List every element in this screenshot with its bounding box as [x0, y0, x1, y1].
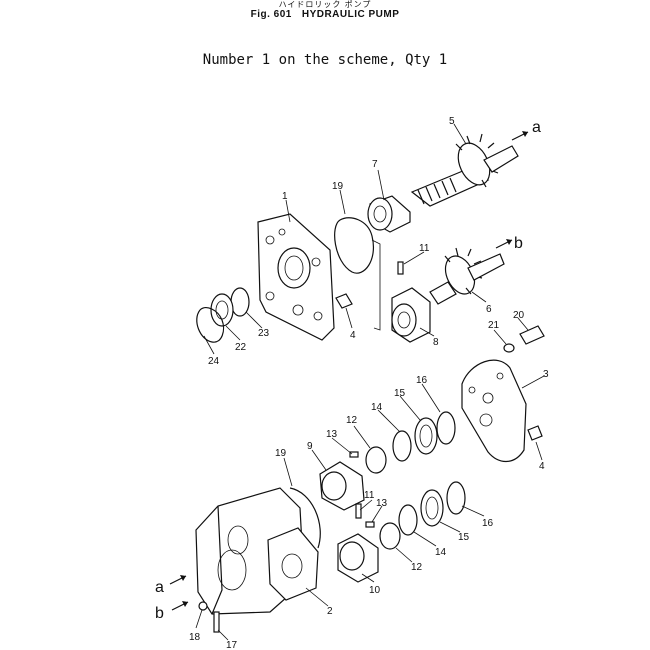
- callout-label: 7: [372, 159, 378, 170]
- bolt-part: [335, 293, 353, 309]
- callout-label: 17: [226, 640, 238, 650]
- ring-part: [379, 522, 401, 550]
- seal-ring-part: [289, 487, 321, 549]
- callout-label: 18: [189, 632, 201, 643]
- bolt-part: [519, 325, 545, 345]
- figure-number: Fig. 601: [250, 9, 292, 20]
- pin-part: [349, 451, 359, 458]
- callout-label: 15: [458, 532, 470, 543]
- drive-shaft-part: [410, 133, 519, 207]
- callout-label: 6: [486, 304, 492, 315]
- figure-title: Fig. 601 HYDRAULIC PUMP: [0, 9, 650, 20]
- direction-label-b: b: [514, 235, 523, 252]
- callout-label: 14: [371, 402, 383, 413]
- driven-gear-part: [429, 247, 505, 305]
- direction-label-a: a: [155, 579, 164, 596]
- callout-label: 4: [350, 330, 356, 341]
- callout-labels: 1 2 3 4 4 5 6 7 8 9 10 11 11 12 12 13 13…: [189, 116, 549, 650]
- ring-part: [446, 481, 466, 515]
- bushing-part: [319, 461, 365, 511]
- callout-label: 1: [282, 191, 288, 202]
- callout-label: 20: [513, 310, 525, 321]
- dowel-pin-part: [213, 611, 220, 633]
- bearing-part: [420, 489, 444, 527]
- pin-part: [355, 503, 362, 519]
- leader-line: [371, 239, 381, 331]
- callout-label: 12: [346, 415, 358, 426]
- bearing-part: [414, 417, 438, 455]
- callout-label: 5: [449, 116, 455, 127]
- bushing-part: [367, 195, 411, 233]
- bolt-part: [527, 425, 543, 441]
- callout-label: 3: [543, 369, 549, 380]
- callout-label: 16: [482, 518, 494, 529]
- leader-lines: [195, 123, 545, 641]
- callout-label: 4: [539, 461, 545, 472]
- ring-part: [398, 504, 418, 536]
- callout-label: 14: [435, 547, 447, 558]
- callout-label: 13: [376, 498, 388, 509]
- direction-arrows: [169, 131, 529, 611]
- bushing-part: [391, 287, 431, 343]
- o-ring-part: [198, 601, 208, 611]
- direction-label-b: b: [155, 605, 164, 622]
- callout-label: 11: [364, 490, 375, 501]
- callout-label: 24: [208, 356, 220, 367]
- snap-ring-part: [196, 307, 225, 343]
- scheme-subtitle: Number 1 on the scheme, Qty 1: [202, 52, 448, 68]
- rear-cover-part: [461, 359, 527, 463]
- callout-label: 9: [307, 441, 313, 452]
- callout-label: 12: [411, 562, 423, 573]
- seal-ring-part: [334, 217, 374, 274]
- callout-label: 16: [416, 375, 428, 386]
- figure-name: HYDRAULIC PUMP: [301, 9, 400, 20]
- callout-label: 19: [332, 181, 344, 192]
- gear-housing-part: [195, 487, 319, 615]
- pin-part: [365, 521, 375, 528]
- callout-label: 15: [394, 388, 406, 399]
- callout-label: 13: [326, 429, 338, 440]
- ring-part: [436, 411, 456, 445]
- ring-part: [365, 446, 387, 474]
- callout-label: 10: [369, 585, 381, 596]
- callout-label: 19: [275, 448, 287, 459]
- cover-plate-part: [257, 213, 335, 341]
- japanese-title: ハイドロリック ポンプ: [278, 0, 372, 9]
- callout-label: 2: [327, 606, 333, 617]
- callout-label: 11: [419, 243, 430, 254]
- bushing-part: [337, 533, 379, 583]
- washer-part: [503, 343, 515, 353]
- ring-part: [392, 430, 412, 462]
- callout-label: 8: [433, 337, 439, 348]
- direction-label-a: a: [532, 119, 541, 136]
- callout-label: 21: [488, 320, 500, 331]
- bearing-part: [210, 293, 234, 327]
- callout-label: 23: [258, 328, 270, 339]
- callout-label: 22: [235, 342, 247, 353]
- pin-part: [397, 261, 404, 275]
